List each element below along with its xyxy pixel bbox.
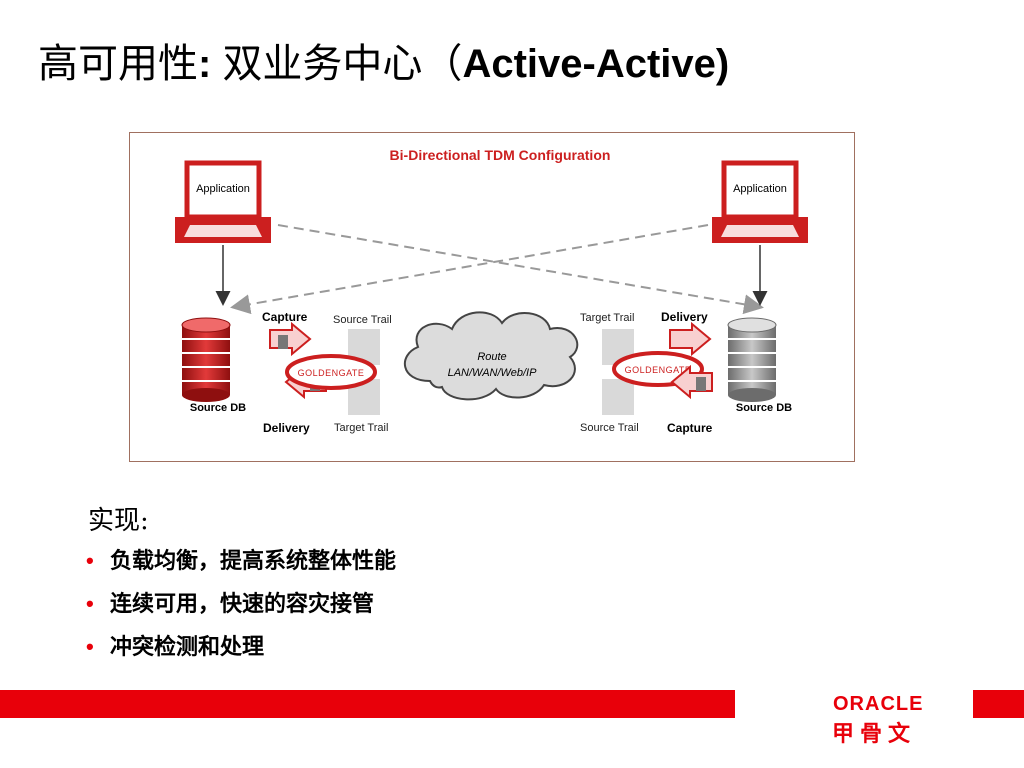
oracle-logo-cn: 甲骨文: [832, 722, 917, 747]
right-delivery-arrow-icon: [669, 321, 712, 357]
left-source-trail-label: Source Trail: [333, 314, 392, 326]
implementation-item: • 冲突检测和处理: [86, 626, 396, 669]
dashed-link-right-to-left: [230, 224, 709, 315]
left-database-icon: [181, 317, 231, 402]
right-db-label: Source DB: [736, 402, 792, 414]
implementation-item-text: 连续可用，快速的容灾接管: [110, 592, 375, 617]
implementation-item-text: 冲突检测和处理: [110, 635, 265, 660]
right-source-trail-label: Source Trail: [580, 422, 639, 434]
bullet-icon: •: [86, 548, 94, 573]
title-colon: :: [198, 42, 223, 86]
implementation-item: • 连续可用，快速的容灾接管: [86, 583, 396, 626]
dashed-link-left-to-right: [277, 224, 764, 315]
implementation-item: • 负载均衡，提高系统整体性能: [86, 540, 396, 583]
implementation-item-text: 负载均衡，提高系统整体性能: [110, 549, 397, 574]
left-capture-label: Capture: [262, 310, 308, 324]
oracle-logo: ORACLE: [833, 693, 924, 715]
slide-title: 高可用性: 双业务中心（Active-Active): [38, 40, 729, 88]
cloud-line-1: Route: [477, 351, 506, 363]
left-app-label: Application: [196, 183, 250, 195]
left-goldengate-badge: GOLDENGATE: [285, 354, 377, 390]
tdm-diagram-svg: Bi-Directional TDM Configuration Applica…: [175, 147, 808, 435]
implementation-label: 实现:: [88, 506, 149, 536]
bullet-icon: •: [86, 634, 94, 659]
right-application-icon: Application: [712, 160, 808, 243]
cloud-line-2: LAN/WAN/Web/IP: [448, 367, 538, 379]
left-db-label: Source DB: [190, 402, 246, 414]
left-goldengate-label: GOLDENGATE: [298, 368, 365, 378]
right-capture-arrow-icon: [670, 364, 713, 400]
bullet-icon: •: [86, 591, 94, 616]
title-cn-2: 双业务中心（: [222, 41, 463, 87]
right-database-icon: [727, 317, 777, 402]
left-application-icon: Application: [175, 160, 271, 243]
right-capture-label: Capture: [667, 421, 713, 435]
implementation-list: • 负载均衡，提高系统整体性能 • 连续可用，快速的容灾接管 • 冲突检测和处理: [86, 540, 396, 669]
left-capture-arrow-icon: [269, 321, 312, 357]
diagram-heading: Bi-Directional TDM Configuration: [390, 147, 611, 163]
left-target-trail-label: Target Trail: [334, 422, 388, 434]
tdm-diagram: Bi-Directional TDM Configuration Applica…: [129, 132, 855, 462]
title-cn: 高可用性: [38, 41, 198, 87]
right-delivery-label: Delivery: [661, 310, 708, 324]
right-app-label: Application: [733, 183, 787, 195]
right-goldengate-label: GOLDENGATE: [625, 365, 692, 375]
footer-logo-panel: [735, 690, 973, 718]
right-target-trail-label: Target Trail: [580, 312, 634, 324]
network-cloud-icon: Route LAN/WAN/Web/IP: [403, 311, 579, 401]
title-en: Active-Active): [462, 42, 730, 86]
right-source-trail-box: [602, 379, 634, 415]
left-delivery-label: Delivery: [263, 421, 310, 435]
